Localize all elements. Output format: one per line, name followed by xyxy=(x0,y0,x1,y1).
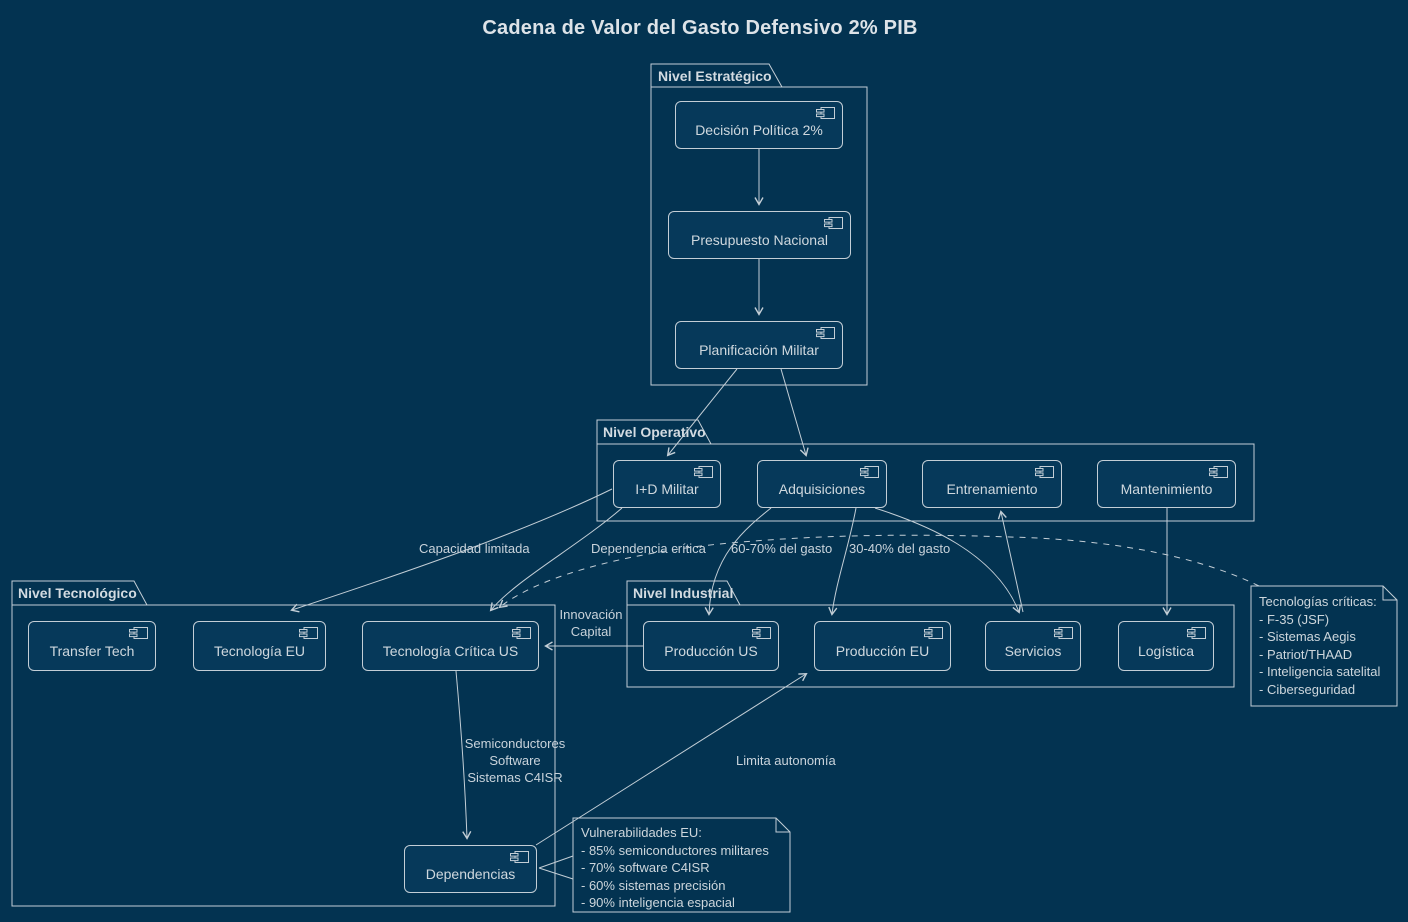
edge-label-gasto-60-70: 60-70% del gasto xyxy=(731,541,833,556)
package-operativo-label: Nivel Operativo xyxy=(603,424,706,440)
package-operativo-outline xyxy=(596,419,1255,522)
edge-planificacion-to-adquisiciones xyxy=(780,368,809,457)
package-industrial-label: Nivel Industrial xyxy=(633,585,734,601)
note-line: - 60% sistemas precisión xyxy=(581,877,726,893)
component-icon xyxy=(924,627,943,639)
note-line: - 70% software C4ISR xyxy=(581,860,710,875)
edge-label-line: Sistemas C4ISR xyxy=(467,770,563,785)
component-planificacion-militar: Planificación Militar xyxy=(675,321,843,369)
note-vulnerabilidades-eu: Vulnerabilidades EU: - 85% semiconductor… xyxy=(581,824,769,912)
edge-id-militar-to-tecnologia-eu xyxy=(290,488,613,613)
component-label: Producción EU xyxy=(835,643,930,659)
edge-label-line: Software xyxy=(489,753,541,768)
component-label: Planificación Militar xyxy=(699,342,819,358)
component-tecnologia-critica-us: Tecnología Crítica US xyxy=(362,621,539,671)
note-line: - 90% inteligencia espacial xyxy=(581,895,735,910)
edge-adquisiciones-to-produccion-us xyxy=(704,507,772,616)
edge-label-gasto-30-40: 30-40% del gasto xyxy=(849,541,951,556)
connector-note-to-dependencias-b xyxy=(538,867,574,880)
component-logistica: Logística xyxy=(1118,621,1214,671)
component-decision-politica: Decisión Política 2% xyxy=(675,101,843,149)
note-line: - 85% semiconductores militares xyxy=(581,842,769,858)
note-line: - Sistemas Aegis xyxy=(1259,629,1356,644)
component-label: Mantenimiento xyxy=(1120,481,1213,497)
component-label: Transfer Tech xyxy=(49,643,135,659)
note-line: Tecnologías críticas: xyxy=(1259,594,1377,609)
note-tecnologias-criticas: Tecnologías críticas: - F-35 (JSF) - Sis… xyxy=(1259,593,1380,698)
component-icon xyxy=(1187,627,1206,639)
edge-adquisiciones-to-produccion-eu xyxy=(828,507,857,616)
component-icon xyxy=(1035,466,1054,478)
edge-label-capacidad-limitada: Capacidad limitada xyxy=(419,541,530,556)
connector-note-to-dependencias-a xyxy=(538,855,574,869)
edge-id-militar-to-tecnologia-critica-us xyxy=(489,507,623,612)
edge-adquisiciones-to-servicios xyxy=(874,507,1021,614)
edge-label-semiconductores: Semiconductores Software Sistemas C4ISR xyxy=(445,735,585,786)
component-dependencias: Dependencias xyxy=(404,845,537,893)
component-label: Tecnología EU xyxy=(213,643,306,659)
component-icon xyxy=(824,217,843,229)
component-label: Servicios xyxy=(1004,643,1062,659)
component-servicios: Servicios xyxy=(985,621,1081,671)
component-label: Dependencias xyxy=(425,866,516,882)
package-tecnologico-label: Nivel Tecnológico xyxy=(18,585,137,601)
component-transfer-tech: Transfer Tech xyxy=(28,621,156,671)
component-label: Tecnología Crítica US xyxy=(382,643,519,659)
package-estrategico-outline xyxy=(650,63,868,386)
component-label: Adquisiciones xyxy=(778,481,866,497)
edge-label-limita-autonomia: Limita autonomía xyxy=(736,753,836,768)
note-line: - Inteligencia satelital xyxy=(1259,664,1381,679)
note-tecnologias-criticas-outline xyxy=(1250,585,1398,707)
note-line: - Ciberseguridad xyxy=(1259,681,1356,697)
component-adquisiciones: Adquisiciones xyxy=(757,460,887,508)
component-id-militar: I+D Militar xyxy=(613,460,721,508)
component-icon xyxy=(694,466,713,478)
diagram-title: Cadena de Valor del Gasto Defensivo 2% P… xyxy=(482,17,918,39)
edge-label-innovacion-capital: Innovación Capital xyxy=(545,606,637,640)
edge-label-line: Capital xyxy=(570,624,612,639)
component-icon xyxy=(1054,627,1073,639)
edge-dependencias-to-produccion-eu xyxy=(535,672,808,846)
note-vulnerabilidades-outline xyxy=(572,817,791,913)
component-icon xyxy=(752,627,771,639)
component-icon xyxy=(860,466,879,478)
edge-label-dependencia-critica: Dependencia crítica xyxy=(591,541,706,556)
component-entrenamiento: Entrenamiento xyxy=(922,460,1062,508)
edge-label-line: Innovación xyxy=(559,607,623,622)
component-produccion-eu: Producción EU xyxy=(814,621,951,671)
component-label: Logística xyxy=(1137,643,1195,659)
component-icon xyxy=(816,327,835,339)
package-estrategico-label: Nivel Estratégico xyxy=(658,68,772,84)
note-line: - Patriot/THAAD xyxy=(1259,646,1353,662)
note-line: - F-35 (JSF) xyxy=(1259,611,1330,627)
component-icon xyxy=(512,627,531,639)
component-label: Producción US xyxy=(664,643,758,659)
component-label: Decisión Política 2% xyxy=(695,122,823,138)
component-presupuesto-nacional: Presupuesto Nacional xyxy=(668,211,851,259)
edge-planificacion-to-id-militar xyxy=(666,368,738,457)
component-icon xyxy=(1209,466,1228,478)
component-label: Presupuesto Nacional xyxy=(691,232,828,248)
package-tecnologico-outline xyxy=(11,580,556,907)
component-mantenimiento: Mantenimiento xyxy=(1097,460,1236,508)
edge-label-line: Semiconductores xyxy=(464,736,566,751)
connector-note-to-tecnologia-critica-us xyxy=(498,534,1260,609)
component-icon xyxy=(510,851,529,863)
component-icon xyxy=(299,627,318,639)
component-icon xyxy=(816,107,835,119)
edge-tecnologia-critica-us-to-dependencias xyxy=(455,670,472,840)
component-label: Entrenamiento xyxy=(946,481,1038,497)
note-line: Vulnerabilidades EU: xyxy=(581,825,702,840)
edge-servicios-to-entrenamiento xyxy=(997,510,1024,613)
component-tecnologia-eu: Tecnología EU xyxy=(193,621,326,671)
component-produccion-us: Producción US xyxy=(643,621,779,671)
component-label: I+D Militar xyxy=(635,481,699,497)
component-icon xyxy=(129,627,148,639)
